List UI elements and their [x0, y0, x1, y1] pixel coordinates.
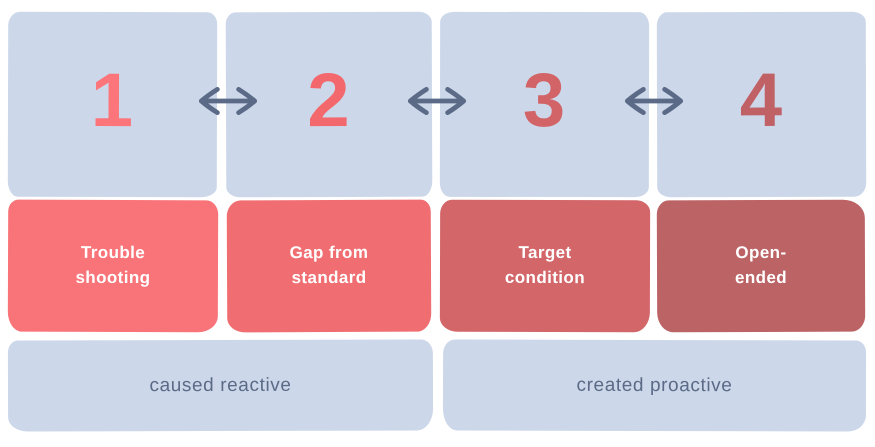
step-number-2: 2: [307, 57, 351, 143]
step-label-box-3: Target condition: [439, 199, 651, 333]
step-label-line: Open-: [735, 243, 787, 263]
step-label-line: standard: [291, 267, 367, 288]
double-arrow-icon-1: [197, 84, 259, 118]
step-label-line: Gap from: [289, 243, 369, 263]
footer-label-proactive: created proactive: [576, 374, 733, 396]
step-number-1: 1: [90, 57, 135, 143]
step-panel-3: 3: [439, 11, 650, 198]
step-label-line: Trouble: [80, 243, 146, 263]
step-label-box-4: Open- ended: [656, 199, 866, 333]
footer-band-reactive: caused reactive: [7, 339, 434, 432]
footer-band-proactive: created proactive: [442, 339, 867, 432]
step-label-line: Target: [518, 243, 572, 263]
double-arrow-icon-2: [406, 84, 468, 118]
step-label-box-2: Gap from standard: [226, 199, 432, 333]
step-label-line: shooting: [75, 267, 151, 288]
step-label-line: ended: [734, 267, 788, 288]
step-label-line: condition: [504, 267, 586, 288]
step-panel-1: 1: [7, 11, 218, 198]
step-number-3: 3: [522, 57, 567, 143]
step-panel-4: 4: [656, 11, 867, 198]
footer-label-reactive: caused reactive: [149, 374, 292, 396]
step-label-box-1: Trouble shooting: [7, 199, 219, 333]
step-number-4: 4: [739, 57, 784, 143]
double-arrow-icon-3: [623, 84, 685, 118]
